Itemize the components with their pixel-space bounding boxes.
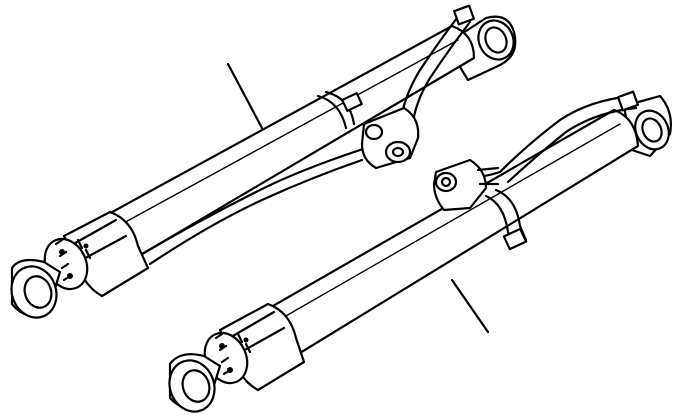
upper-valve-block — [360, 106, 420, 170]
lower-cylinder-head — [203, 302, 306, 392]
upper-cylinder — [10, 4, 517, 319]
upper-head-eye — [10, 258, 62, 319]
upper-leader-line — [226, 62, 264, 130]
upper-pipe-clamp — [452, 4, 476, 26]
upper-cylinder-head — [43, 210, 150, 298]
lower-leader-line — [450, 278, 490, 334]
upper-cylinder-tube — [92, 24, 476, 268]
lower-pipe-clamp — [616, 90, 640, 112]
lower-tube-clamps — [484, 188, 528, 251]
upper-tube-clamps — [316, 90, 363, 130]
lower-valve-block — [432, 158, 500, 212]
lower-head-eye — [168, 353, 222, 413]
lower-cylinder — [168, 90, 672, 413]
